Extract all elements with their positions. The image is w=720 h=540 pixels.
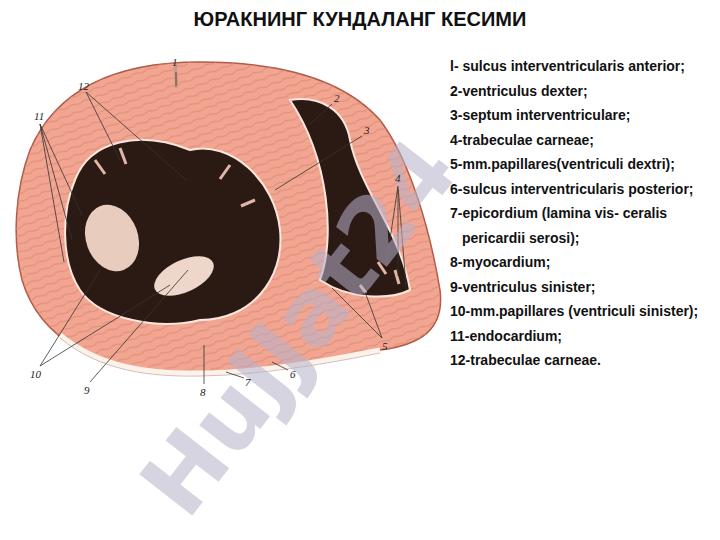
callout-number: 4 (395, 172, 401, 184)
legend-item: 3-septum interventriculare; (450, 103, 702, 128)
callout-number: 8 (200, 386, 206, 398)
callout-number: 1 (172, 56, 178, 68)
legend-item: 12-trabeculae carneae. (450, 348, 702, 373)
legend-item: 10-mm.papillares (ventriculi sinister); (450, 299, 702, 324)
callout-number: 7 (245, 376, 251, 388)
callout-number: 12 (78, 80, 89, 92)
callout-number: 6 (290, 368, 296, 380)
callout-number: 5 (382, 340, 388, 352)
callout-number: 9 (84, 384, 90, 396)
legend-item: 6-sulcus interventricularis posterior; (450, 177, 702, 202)
legend-item: 11-endocardium; (450, 324, 702, 349)
callout-number: 10 (30, 368, 41, 380)
callout-number: 2 (334, 92, 340, 104)
title: ЮРАКНИНГ КУНДАЛАНГ КЕСИМИ (0, 8, 720, 31)
legend-item: 4-trabeculae carneae; (450, 128, 702, 153)
legend-item: l- sulcus interventricularis anterior; (450, 54, 702, 79)
callout-number: 11 (34, 110, 44, 122)
legend-item: 5-mm.papillares(ventriculi dextri); (450, 152, 702, 177)
legend-item: 9-ventriculus sinister; (450, 275, 702, 300)
legend-item: 8-myocardium; (450, 250, 702, 275)
legend-item: 7-epicordium (lamina vis- ceralis perica… (450, 201, 702, 250)
legend-list: l- sulcus interventricularis anterior;2-… (450, 54, 702, 373)
legend-item: 2-ventriculus dexter; (450, 79, 702, 104)
callout-number: 3 (364, 124, 370, 136)
